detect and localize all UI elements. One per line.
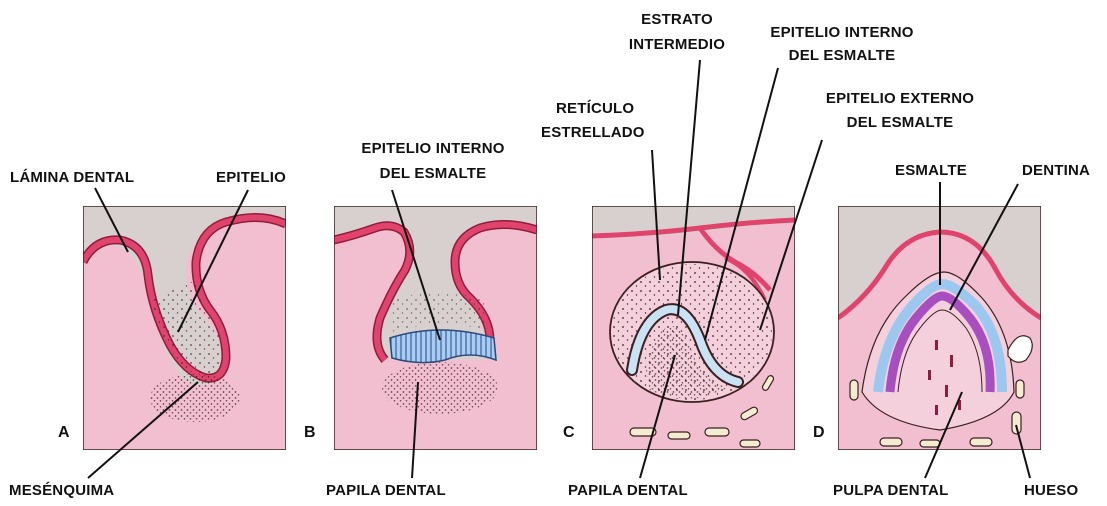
label-pulpa-dental: PULPA DENTAL <box>833 480 948 501</box>
bone-fragment <box>850 380 858 400</box>
label-c-epitelio-interno-line1: EPITELIO INTERNO <box>758 22 926 43</box>
label-b-epitelio-interno-line2: DEL ESMALTE <box>342 163 524 184</box>
label-esmalte: ESMALTE <box>895 160 967 181</box>
panel-c <box>592 206 795 450</box>
label-b-papila-dental: PAPILA DENTAL <box>326 480 446 501</box>
panel-letter-c: C <box>563 424 575 442</box>
label-reticulo-line1: RETÍCULO <box>556 98 634 119</box>
bone-fragment <box>740 440 760 447</box>
vessel <box>935 405 938 415</box>
label-b-epitelio-interno-line1: EPITELIO INTERNO <box>342 138 524 159</box>
bone-fragment <box>970 438 992 446</box>
label-hueso: HUESO <box>1024 480 1078 501</box>
label-reticulo-line2: ESTRELLADO <box>541 122 645 143</box>
label-c-epitelio-interno-line2: DEL ESMALTE <box>758 45 926 66</box>
panel-letter-b: B <box>304 424 316 442</box>
bone-fragment <box>668 432 690 439</box>
vessel <box>950 355 953 367</box>
vessel <box>945 385 948 397</box>
label-c-papila-dental: PAPILA DENTAL <box>568 480 688 501</box>
panel-letter-d: D <box>813 424 825 442</box>
label-mesenquima: MESÉNQUIMA <box>9 480 114 501</box>
label-dentina: DENTINA <box>1022 160 1090 181</box>
label-epitelio: EPITELIO <box>216 167 286 188</box>
label-c-epitelio-externo-line1: EPITELIO EXTERNO <box>815 88 985 109</box>
panel-a <box>83 206 286 450</box>
vessel <box>935 340 938 350</box>
bone-fragment <box>1016 380 1024 398</box>
bone-fragment <box>880 438 902 446</box>
vessel <box>928 370 931 380</box>
bone-fragment <box>920 440 940 447</box>
bone-fragment <box>705 428 729 436</box>
label-estrato-line1: ESTRATO <box>612 9 742 30</box>
panel-letter-a: A <box>58 424 70 442</box>
label-estrato-line2: INTERMEDIO <box>612 34 742 55</box>
panel-b-dental-papilla-cells <box>382 362 498 414</box>
label-lamina-dental: LÁMINA DENTAL <box>10 167 134 188</box>
label-c-epitelio-externo-line2: DEL ESMALTE <box>815 112 985 133</box>
panel-a-mesenchyme-condensation <box>150 374 240 422</box>
